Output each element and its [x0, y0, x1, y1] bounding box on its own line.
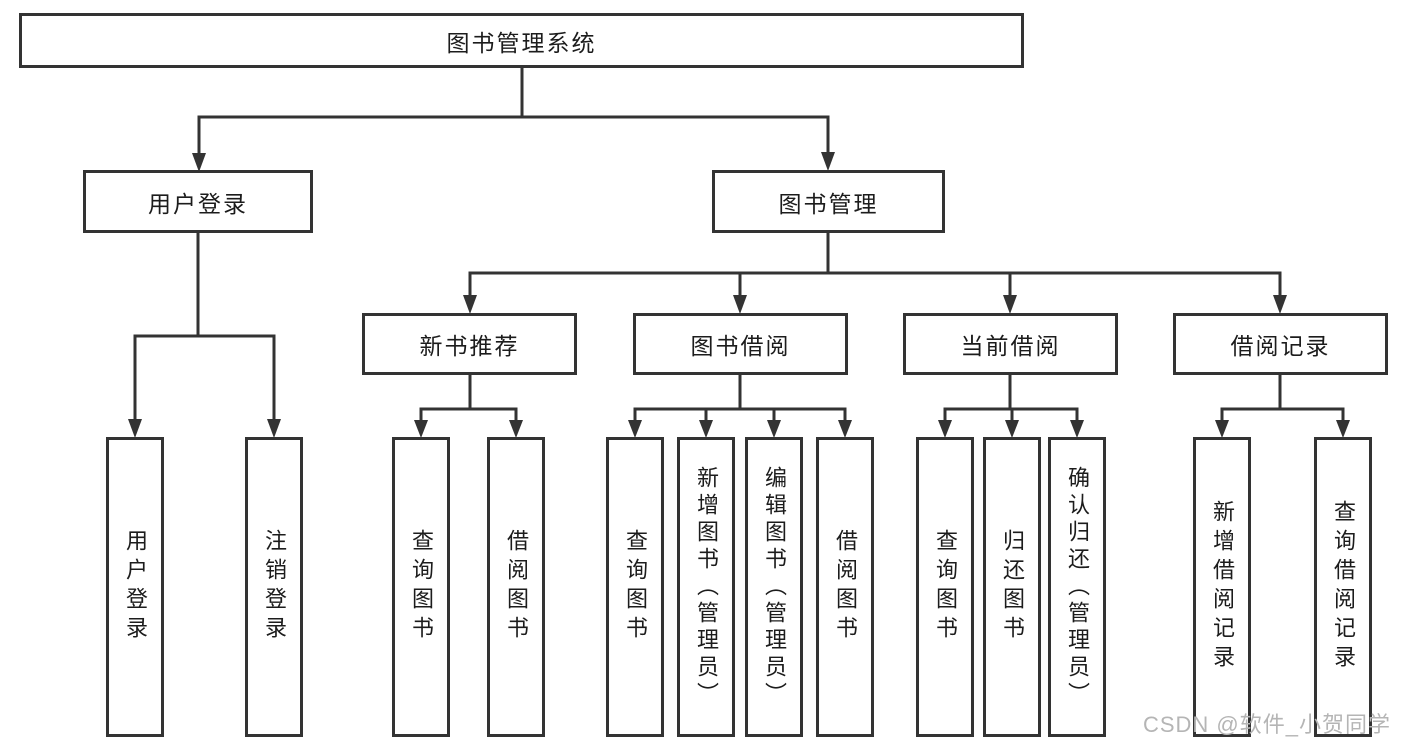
node-label: 借阅记录 [1230, 333, 1331, 359]
node-label: 新增借阅记录 [1210, 500, 1235, 674]
node-label: 当前借阅 [960, 333, 1061, 359]
leaf-user-login: 用户登录 [106, 437, 164, 737]
leaf-query-books-borrow: 查询图书 [606, 437, 664, 737]
leaf-borrow-books-recommend: 借阅图书 [487, 437, 545, 737]
node-label: 借阅图书 [504, 529, 529, 645]
node-new-book-recommend: 新书推荐 [362, 313, 577, 375]
node-library-system-root: 图书管理系统 [19, 13, 1024, 68]
node-label: 查询图书 [409, 529, 434, 645]
node-label: 图书借阅 [690, 333, 791, 359]
leaf-logout: 注销登录 [245, 437, 303, 737]
node-book-borrowing: 图书借阅 [633, 313, 848, 375]
leaf-borrow-books: 借阅图书 [816, 437, 874, 737]
leaf-add-books-admin: 新增图书（管理员） [677, 437, 735, 737]
csdn-watermark: CSDN @软件_小贺同学 [1142, 712, 1391, 737]
leaf-query-books-recommend: 查询图书 [392, 437, 450, 737]
node-current-borrowing: 当前借阅 [903, 313, 1118, 375]
leaf-edit-books-admin: 编辑图书（管理员） [745, 437, 803, 737]
node-label: 确认归还（管理员） [1065, 465, 1090, 709]
node-user-login-group: 用户登录 [83, 170, 313, 233]
node-label: 图书管理 [778, 190, 879, 217]
leaf-query-borrow-record: 查询借阅记录 [1314, 437, 1372, 737]
node-label: 注销登录 [262, 529, 287, 645]
node-book-management: 图书管理 [712, 170, 945, 233]
leaf-confirm-return-admin: 确认归还（管理员） [1048, 437, 1106, 737]
node-label: 归还图书 [1000, 529, 1025, 645]
node-label: 查询图书 [933, 529, 958, 645]
node-label: 用户登录 [148, 190, 248, 217]
node-label: 图书管理系统 [446, 29, 597, 56]
node-borrowing-records: 借阅记录 [1173, 313, 1388, 375]
node-label: 编辑图书（管理员） [762, 465, 787, 709]
leaf-return-books: 归还图书 [983, 437, 1041, 737]
leaf-add-borrow-record: 新增借阅记录 [1193, 437, 1251, 737]
node-label: 查询借阅记录 [1331, 500, 1356, 674]
node-label: 查询图书 [623, 529, 648, 645]
node-label: 用户登录 [123, 529, 148, 645]
node-label: 借阅图书 [833, 529, 858, 645]
leaf-query-books-current: 查询图书 [916, 437, 974, 737]
node-label: 新增图书（管理员） [694, 465, 719, 709]
node-label: 新书推荐 [419, 333, 520, 359]
